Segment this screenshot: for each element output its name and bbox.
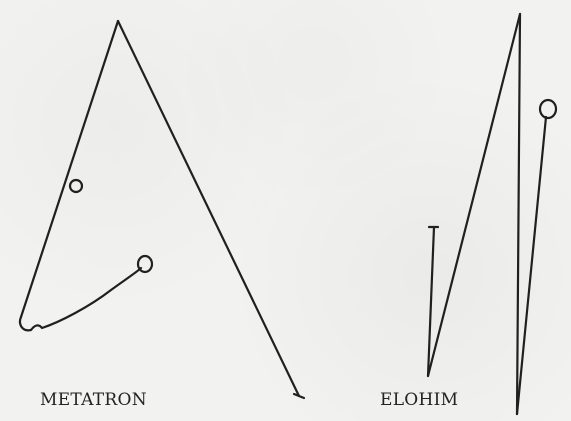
metatron-label: METATRON — [40, 390, 147, 410]
elohim-center-vertical — [517, 14, 520, 414]
metatron-upper-circle — [70, 180, 82, 192]
metatron-long-diagonal — [118, 21, 299, 396]
elohim-first-diagonal — [428, 14, 520, 376]
metatron-main-line — [21, 21, 118, 317]
elohim-sigil — [428, 14, 556, 414]
metatron-sigil — [20, 21, 304, 398]
elohim-circle — [540, 100, 556, 118]
metatron-curved-hook — [20, 268, 141, 330]
elohim-label: ELOHIM — [380, 390, 458, 410]
metatron-lower-circle — [138, 256, 152, 272]
elohim-right-diagonal — [517, 117, 546, 414]
